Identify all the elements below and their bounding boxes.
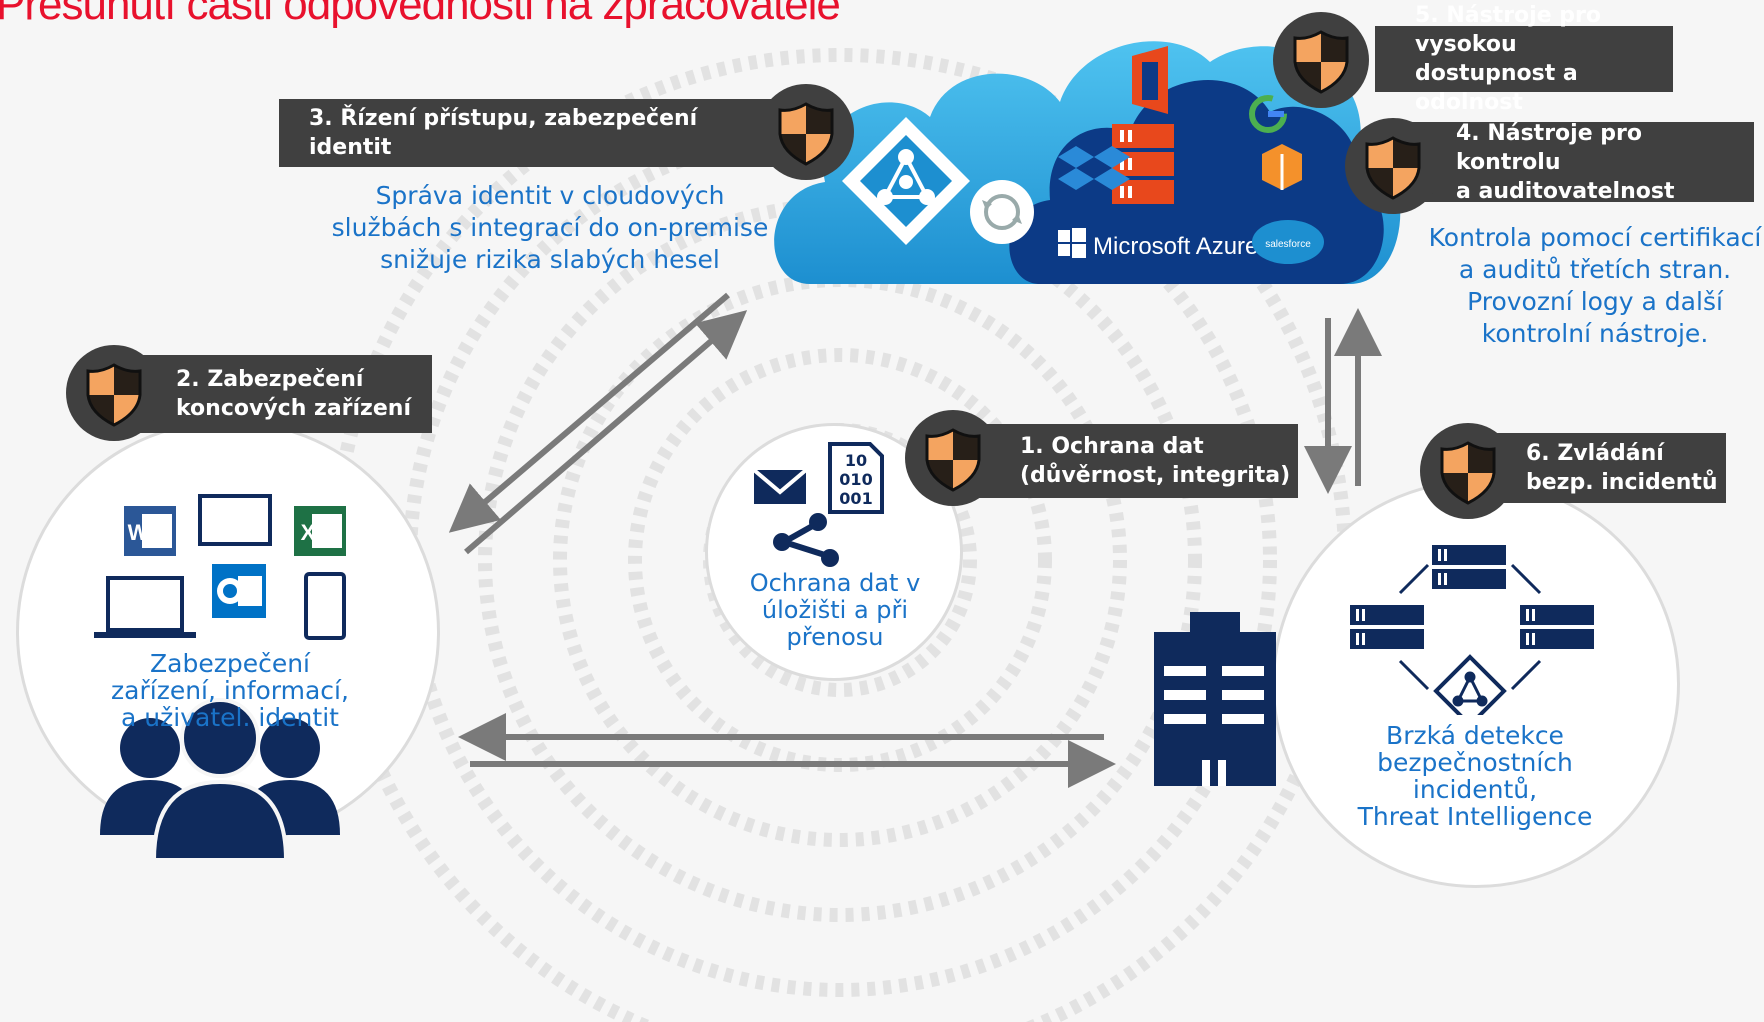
shield-icon bbox=[758, 84, 854, 180]
share-icon bbox=[773, 513, 839, 567]
windows-icon bbox=[1058, 228, 1086, 258]
svg-text:10: 10 bbox=[845, 451, 867, 470]
label-1: 1. Ochrana dat (důvěrnost, integrita) bbox=[960, 424, 1298, 498]
shield-icon bbox=[66, 345, 162, 441]
data-protection-text: Ochrana dat v úložišti a při přenosu bbox=[749, 569, 921, 651]
incidents-text: Brzká detekce bezpečnostních incidentů, … bbox=[1357, 721, 1593, 831]
server-icon bbox=[1112, 124, 1174, 204]
label-3: 3. Řízení přístupu, zabezpečení identit bbox=[279, 99, 779, 167]
devices-text: Zabezpečení zařízení, informací, a uživa… bbox=[111, 649, 349, 732]
binary-file-icon: 10 010 001 bbox=[828, 442, 884, 514]
arrow-cloud-to-devices bbox=[448, 292, 730, 533]
label-4: 4. Nástroje pro kontrolu a auditovatelno… bbox=[1410, 121, 1754, 204]
office-icon bbox=[1132, 46, 1168, 114]
device-icons: W X bbox=[94, 494, 346, 862]
outlook-icon bbox=[212, 564, 266, 618]
cloud-services: Microsoft Azure salesforce bbox=[774, 41, 1401, 284]
svg-text:X: X bbox=[301, 520, 316, 545]
svg-text:salesforce: salesforce bbox=[1265, 239, 1311, 250]
identity-diamond-icon bbox=[1433, 654, 1507, 715]
azure-label: Microsoft Azure bbox=[1093, 233, 1258, 260]
salesforce-logo: salesforce bbox=[1252, 220, 1324, 264]
identity-diamond-icon bbox=[842, 117, 970, 245]
data-icons: 10 010 001 bbox=[752, 442, 884, 567]
audit-text: Kontrola pomocí certifikací a auditů tře… bbox=[1428, 223, 1762, 348]
svg-text:001: 001 bbox=[839, 489, 872, 508]
shield-icon bbox=[1345, 118, 1441, 214]
arrow-devices-to-cloud bbox=[464, 310, 748, 555]
envelope-icon bbox=[752, 468, 808, 504]
google-icon bbox=[1249, 95, 1287, 133]
word-icon: W bbox=[124, 506, 176, 556]
aws-icon bbox=[1262, 144, 1302, 190]
shield-icon bbox=[905, 410, 1001, 506]
excel-icon: X bbox=[294, 506, 346, 556]
laptop-icon bbox=[94, 576, 196, 638]
building-icon bbox=[1154, 612, 1276, 786]
svg-text:010: 010 bbox=[839, 470, 872, 489]
incident-icons bbox=[1350, 545, 1594, 715]
phone-icon bbox=[304, 572, 346, 640]
page-title: Přesunutí části odpovědnosti na zpracova… bbox=[0, 0, 841, 29]
label-2: 2. Zabezpečení koncových zařízení bbox=[110, 355, 432, 433]
sync-icon bbox=[970, 180, 1034, 244]
dropbox-icon bbox=[1058, 146, 1130, 190]
label-5: 5. Nástroje pro vysokou dostupnost a odo… bbox=[1375, 3, 1673, 115]
users-icon bbox=[100, 698, 340, 862]
shield-icon bbox=[1420, 423, 1516, 519]
shield-icon bbox=[1273, 12, 1369, 108]
server-icon bbox=[1350, 545, 1594, 649]
svg-text:W: W bbox=[128, 520, 149, 545]
tablet-icon bbox=[198, 494, 272, 546]
identity-text: Správa identit v cloudových službách s i… bbox=[331, 181, 769, 274]
